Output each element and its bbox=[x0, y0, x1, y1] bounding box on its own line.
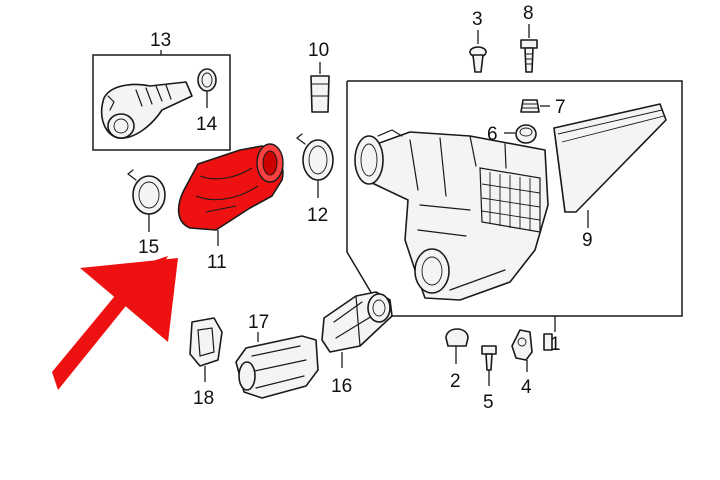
callout-3: 3 bbox=[472, 9, 483, 30]
part-15-clamp bbox=[127, 169, 166, 232]
callout-7: 7 bbox=[555, 97, 566, 118]
part-3-push-pin bbox=[469, 30, 487, 73]
part-9-air-filter bbox=[553, 103, 667, 228]
part-2-bracket bbox=[445, 328, 469, 364]
callout-8: 8 bbox=[523, 3, 534, 24]
callout-9: 9 bbox=[582, 230, 593, 251]
part-14-clamp bbox=[197, 68, 217, 108]
part-12-clamp bbox=[296, 133, 334, 198]
callout-12: 12 bbox=[307, 205, 328, 226]
callout-17: 17 bbox=[248, 312, 269, 333]
callout-16: 16 bbox=[331, 376, 352, 397]
part-1-air-cleaner-housing bbox=[354, 129, 549, 301]
callout-10: 10 bbox=[308, 40, 329, 61]
part-16-duct bbox=[321, 291, 393, 368]
callout-2: 2 bbox=[450, 371, 461, 392]
part-6-grommet bbox=[504, 124, 537, 144]
callout-18: 18 bbox=[193, 388, 214, 409]
group-box-13 bbox=[92, 50, 231, 151]
group-box-1 bbox=[346, 80, 683, 332]
callout-14: 14 bbox=[196, 114, 218, 135]
callout-15: 15 bbox=[138, 237, 159, 258]
callout-6: 6 bbox=[487, 124, 498, 145]
part-8-bolt bbox=[520, 24, 538, 73]
part-7-insulator bbox=[520, 99, 550, 113]
callout-1: 1 bbox=[550, 334, 561, 355]
callout-4: 4 bbox=[521, 377, 532, 398]
part-18-bracket bbox=[189, 317, 223, 382]
callout-11: 11 bbox=[207, 252, 227, 273]
part-13-duct-assembly bbox=[100, 81, 193, 139]
part-4-bracket bbox=[511, 329, 553, 372]
callout-5: 5 bbox=[483, 392, 494, 413]
callout-13: 13 bbox=[150, 30, 171, 51]
part-5-bolt bbox=[481, 345, 497, 386]
part-10-sensor bbox=[310, 62, 330, 113]
part-11-intake-hose-highlighted bbox=[177, 143, 284, 246]
part-17-resonator bbox=[235, 332, 319, 399]
